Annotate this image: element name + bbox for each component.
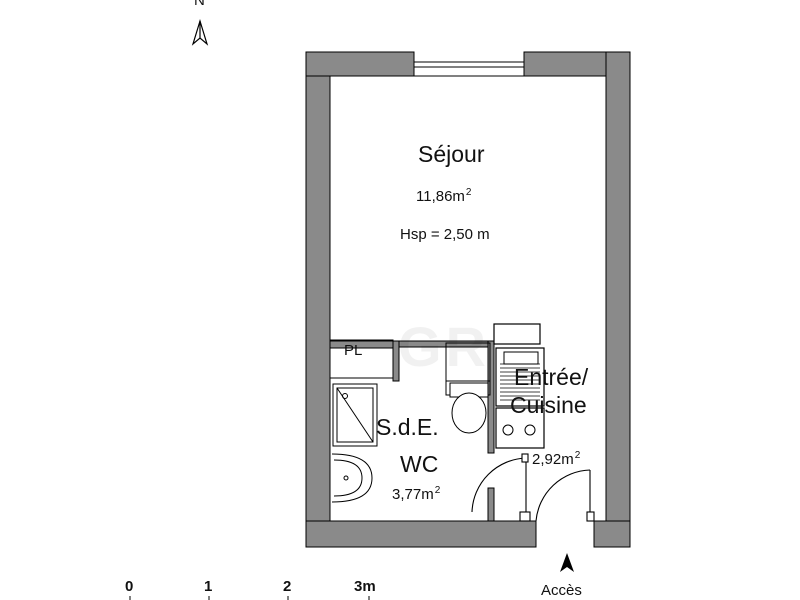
shower-tray xyxy=(332,383,378,447)
door-sde-leaf-panel xyxy=(521,453,529,463)
door-entry-swing xyxy=(535,469,591,522)
kitchen-hob-unit xyxy=(495,407,545,449)
room-entree-area: 2,92m2 xyxy=(532,450,581,468)
scale-label-2: 2 xyxy=(283,578,292,595)
washbasin-inner xyxy=(333,459,363,497)
door-entry-leaf-panel xyxy=(586,511,595,522)
washbasin-bowl xyxy=(331,453,373,503)
closet-outline xyxy=(329,339,394,379)
shower-tray-inner xyxy=(336,387,374,443)
toilet xyxy=(449,382,489,434)
door-sde-swing xyxy=(471,457,527,513)
room-sde-name-line2: WC xyxy=(400,451,439,477)
room-sejour-area-sup: 2 xyxy=(465,187,472,198)
partition-sde-lower xyxy=(487,487,495,522)
burner-right xyxy=(524,424,536,436)
room-closet-name: PL xyxy=(344,342,363,359)
hob-burners xyxy=(502,424,536,436)
room-sejour-area-value: 11,86m xyxy=(416,188,465,205)
room-sde-area-value: 3,77m xyxy=(392,486,434,503)
shower xyxy=(332,383,378,447)
shower-drain xyxy=(342,393,348,399)
toilet-bowl xyxy=(451,392,487,434)
scale-bar xyxy=(129,596,370,600)
room-entree-name-line1: Entrée/ xyxy=(514,364,589,390)
burner-left xyxy=(502,424,514,436)
wall-right xyxy=(605,51,631,548)
wall-bottom-left xyxy=(305,520,537,548)
room-sejour-area: 11,86m2 xyxy=(416,187,472,205)
access-label: Accès xyxy=(541,582,582,599)
north-label: N xyxy=(194,0,205,9)
room-sejour-height: Hsp = 2,50 m xyxy=(400,226,490,243)
wall-left xyxy=(305,51,331,548)
kitchen-top-cabinet xyxy=(493,323,541,345)
room-sde-name-line1: S.d.E. xyxy=(376,414,439,440)
room-entree-area-value: 2,92m xyxy=(532,451,574,468)
room-entree-name-line2: Cuisine xyxy=(510,392,587,418)
outer-walls xyxy=(305,51,631,548)
north-arrow-icon xyxy=(191,18,209,46)
wall-top-left xyxy=(305,51,415,77)
room-sde-area: 3,77m2 xyxy=(392,485,441,503)
scale-label-0: 0 xyxy=(125,578,134,595)
scale-label-1: 1 xyxy=(204,578,213,595)
room-sde-area-sup: 2 xyxy=(434,485,441,496)
window xyxy=(413,61,525,77)
partition-horizontal-left xyxy=(329,340,400,349)
access-arrow-icon xyxy=(560,553,574,572)
washbasin-drain xyxy=(343,475,349,481)
room-sejour-name: Séjour xyxy=(418,141,485,167)
washbasin xyxy=(331,453,373,503)
watermark-logo: GR xyxy=(398,315,490,378)
sink-basin xyxy=(503,351,539,365)
window-frame xyxy=(413,61,525,77)
room-entree-area-sup: 2 xyxy=(574,450,581,461)
wall-bottom-right xyxy=(593,520,631,548)
scale-label-3: 3m xyxy=(354,578,376,595)
door-sde-jamb xyxy=(519,511,531,522)
doors xyxy=(471,453,595,522)
